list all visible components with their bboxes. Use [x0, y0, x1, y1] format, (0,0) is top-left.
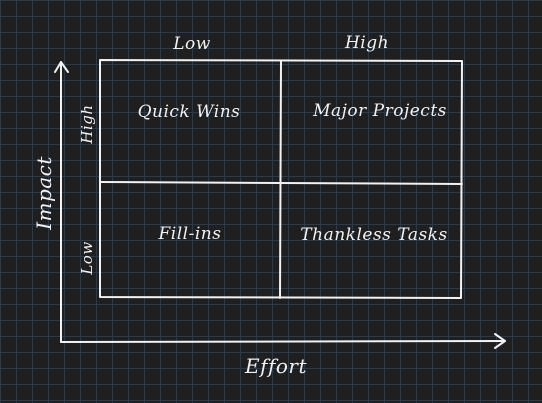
matrix-divider-horizontal — [99, 181, 463, 185]
column-label-low: Low — [173, 34, 211, 54]
quadrant-thankless-tasks: Thankless Tasks — [300, 225, 448, 245]
y-axis-arrowhead — [54, 61, 69, 73]
quadrant-major-projects: Major Projects — [313, 101, 447, 121]
x-axis-label: Effort — [244, 354, 308, 378]
x-axis-arrowhead — [494, 333, 506, 349]
row-label-low: Low — [78, 241, 96, 275]
quadrant-fill-ins: Fill-ins — [158, 224, 222, 244]
x-axis-line — [60, 340, 506, 343]
matrix-divider-vertical — [279, 60, 282, 299]
quadrant-quick-wins: Quick Wins — [137, 102, 241, 122]
column-label-high: High — [344, 33, 390, 53]
matrix-border — [99, 59, 463, 299]
y-axis-label: Impact — [32, 156, 56, 230]
row-label-high: High — [78, 104, 96, 144]
